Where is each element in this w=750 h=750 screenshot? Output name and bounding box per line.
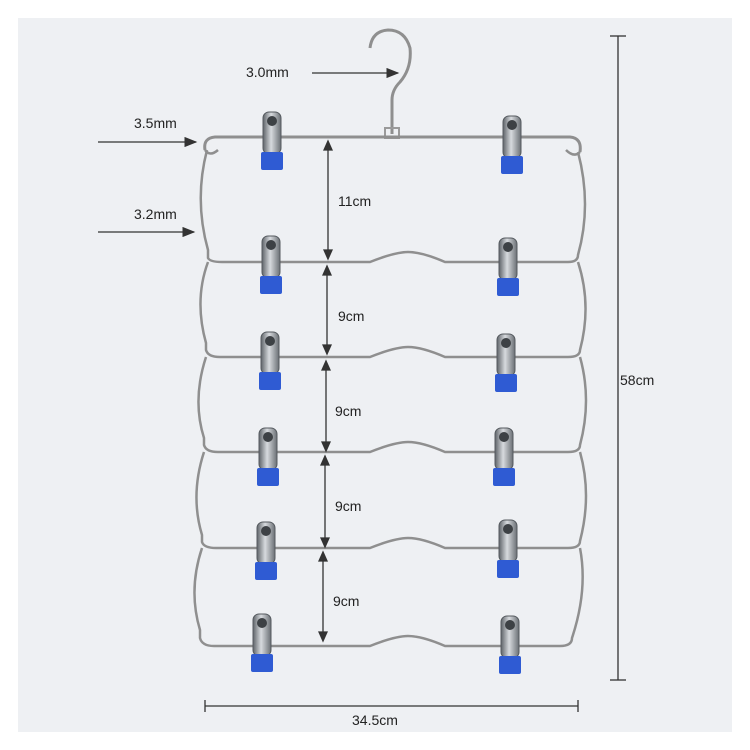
clip-10	[497, 519, 519, 578]
clip-11	[251, 613, 273, 672]
clip-pad	[257, 468, 279, 486]
width-measure	[204, 700, 579, 712]
gap-label-3: 9cm	[335, 403, 362, 419]
total-height-label: 58cm	[620, 372, 655, 388]
hanger-top-bar	[203, 135, 582, 153]
clip-spring	[267, 116, 277, 126]
clip-4	[497, 237, 519, 296]
tier-4	[195, 451, 588, 550]
hanger-hook	[368, 28, 412, 134]
tier-3	[197, 356, 588, 454]
clip-spring	[499, 432, 509, 442]
clip-spring	[501, 338, 511, 348]
clip-5	[259, 331, 281, 390]
gap-label-1: 11cm	[338, 193, 372, 209]
clip-8	[493, 427, 515, 486]
clip-spring	[266, 240, 276, 250]
gap-measure-3	[320, 359, 332, 453]
tier-5	[193, 547, 584, 648]
clip-1	[261, 111, 283, 170]
clip-pad	[499, 656, 521, 674]
clip-spring	[257, 618, 267, 628]
clip-pad	[261, 152, 283, 170]
tier-wire-thickness-label: 3.2mm	[134, 206, 177, 222]
height-measure	[610, 35, 626, 681]
gap-label-2: 9cm	[338, 308, 365, 324]
clip-pad	[260, 276, 282, 294]
tier-2	[199, 261, 587, 359]
clip-pad	[493, 468, 515, 486]
clip-pad	[251, 654, 273, 672]
gap-measure-2	[321, 264, 333, 356]
dimension-lines	[98, 35, 626, 712]
clip-pad	[497, 278, 519, 296]
clip-12	[499, 615, 521, 674]
gap-label-4: 9cm	[335, 498, 362, 514]
clip-pad	[255, 562, 277, 580]
clip-spring	[263, 432, 273, 442]
clip-spring	[503, 242, 513, 252]
clip-spring	[265, 336, 275, 346]
clip-2	[501, 115, 523, 174]
hook-thickness-label: 3.0mm	[246, 64, 289, 80]
tier-1	[199, 149, 587, 264]
clip-9	[255, 521, 277, 580]
gap-measure-1	[322, 139, 334, 261]
total-width-label: 34.5cm	[352, 712, 398, 728]
clip-spring	[505, 620, 515, 630]
clip-pad	[259, 372, 281, 390]
clip-spring	[503, 524, 513, 534]
top-bar-thickness-label: 3.5mm	[134, 115, 177, 131]
gap-label-5: 9cm	[333, 593, 360, 609]
clip-pad	[495, 374, 517, 392]
clips-group	[251, 111, 523, 674]
gap-measure-5	[317, 550, 329, 643]
clip-6	[495, 333, 517, 392]
clip-7	[257, 427, 279, 486]
gap-measure-4	[319, 454, 331, 549]
clip-spring	[507, 120, 517, 130]
clip-pad	[501, 156, 523, 174]
clip-pad	[497, 560, 519, 578]
clip-spring	[261, 526, 271, 536]
clip-3	[260, 235, 282, 294]
